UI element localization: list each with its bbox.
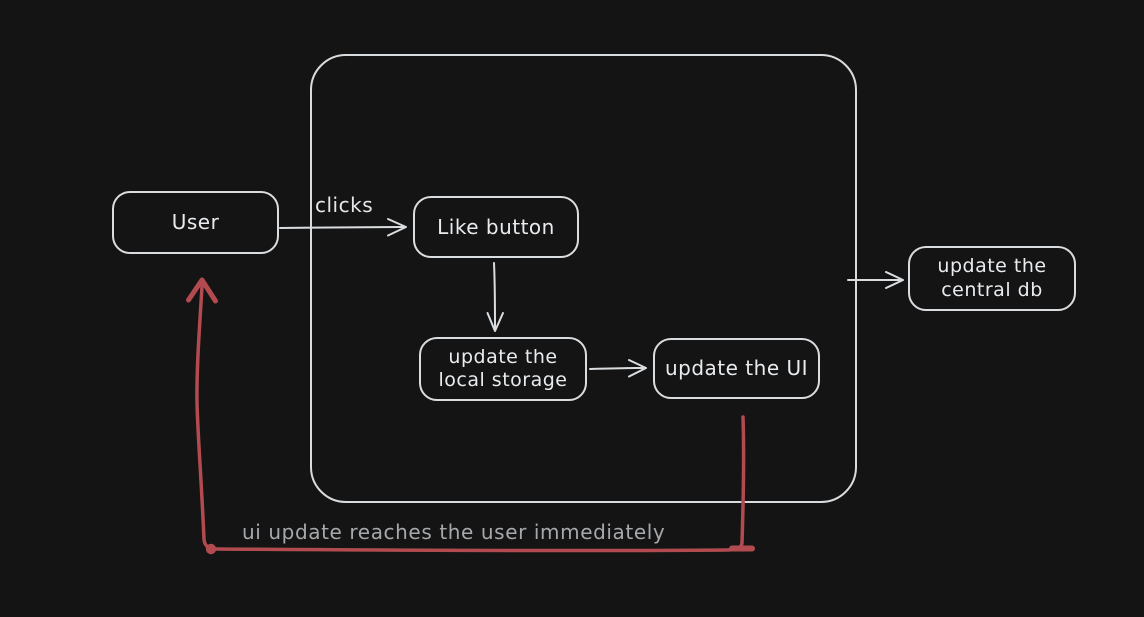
node-user[interactable]: User xyxy=(112,191,279,254)
node-update-local-storage[interactable]: update the local storage xyxy=(419,337,587,401)
node-like-button[interactable]: Like button xyxy=(413,196,579,258)
node-update-local-storage-label-line2: local storage xyxy=(438,369,568,391)
node-like-button-label: Like button xyxy=(437,214,555,239)
group-container-box[interactable] xyxy=(310,54,857,503)
node-update-ui-label: update the UI xyxy=(664,356,809,381)
node-update-central-db-label-line2: central db xyxy=(941,278,1043,301)
node-update-ui[interactable]: update the UI xyxy=(653,338,820,399)
feedback-annotation-text: ui update reaches the user immediately xyxy=(242,520,666,544)
node-update-central-db[interactable]: update the central db xyxy=(908,246,1076,311)
node-user-label: User xyxy=(171,210,220,235)
edge-label-clicks: clicks xyxy=(315,193,374,217)
node-update-local-storage-label-line1: update the xyxy=(448,345,558,368)
node-update-central-db-label-line1: update the xyxy=(937,255,1047,278)
